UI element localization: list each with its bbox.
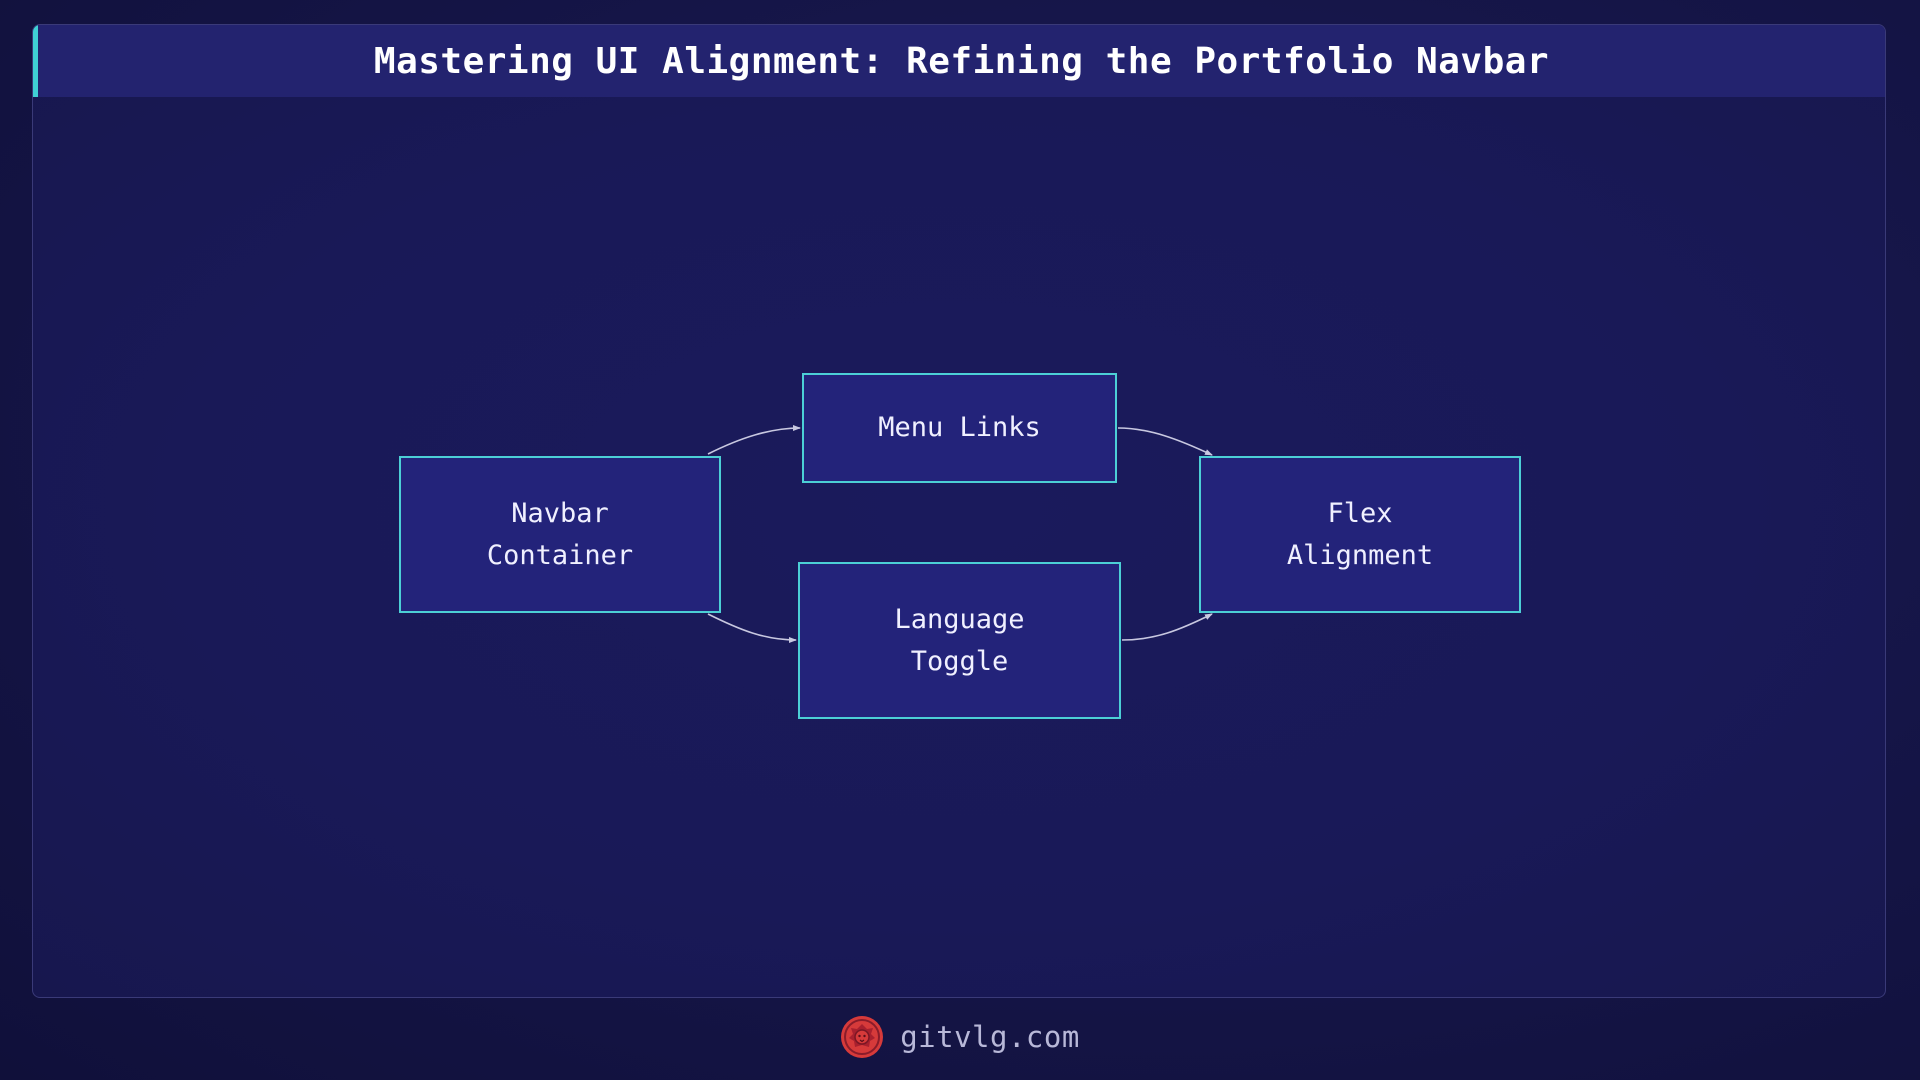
page-title: Mastering UI Alignment: Refining the Por… (373, 40, 1550, 82)
footer-site-text[interactable]: gitvlg.com (900, 1020, 1080, 1054)
lion-head-icon (841, 1016, 884, 1058)
footer: gitvlg.com (0, 1012, 1920, 1062)
title-bar: Mastering UI Alignment: Refining the Por… (33, 25, 1885, 97)
node-menu-links: Menu Links (802, 373, 1117, 483)
node-flex-alignment: Flex Alignment (1199, 456, 1521, 613)
content-frame: Mastering UI Alignment: Refining the Por… (32, 24, 1886, 998)
node-navbar-container: Navbar Container (399, 456, 721, 613)
node-language-toggle: Language Toggle (798, 562, 1121, 719)
